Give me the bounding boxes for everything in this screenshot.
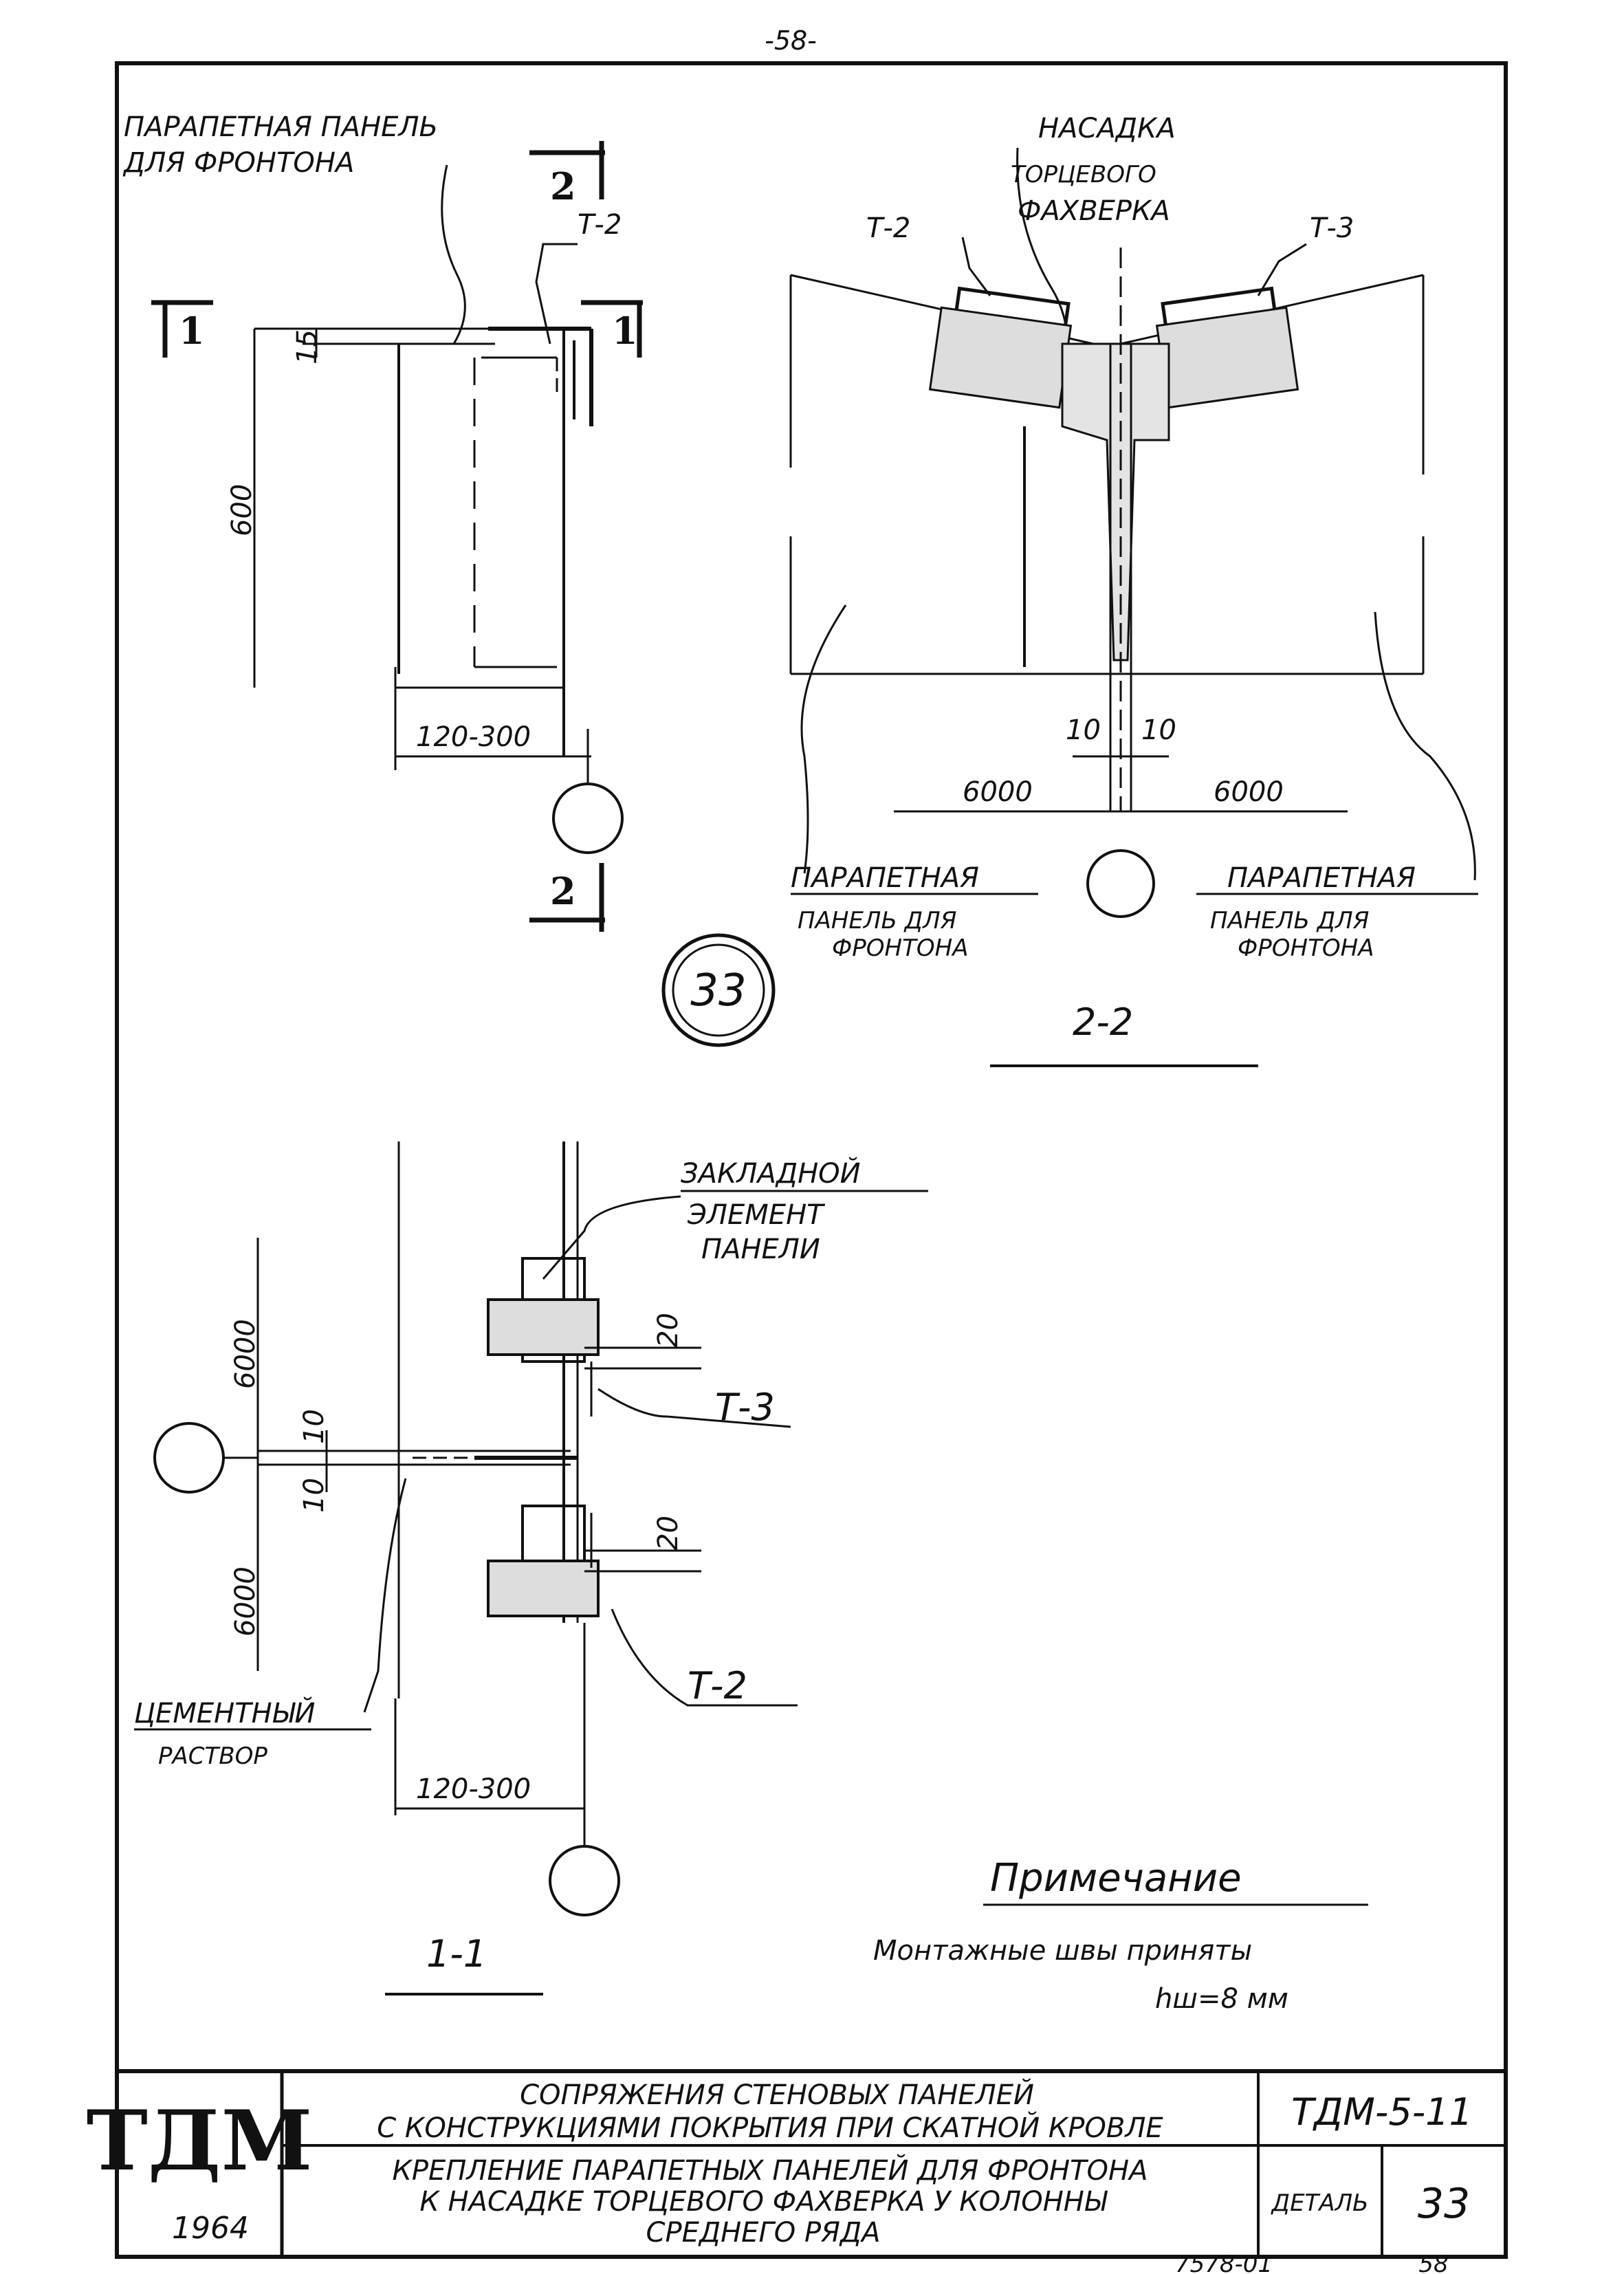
dim-10-right-view2: 10 [1141, 714, 1176, 746]
title-line-2: С КОНСТРУКЦИЯМИ ПОКРЫТИЯ ПРИ СКАТНОЙ КРО… [377, 2111, 1163, 2144]
title-block: ТДМ 1964 СОПРЯЖЕНИЯ СТЕНОВЫХ ПАНЕЛЕЙ С К… [87, 2071, 1506, 2257]
detail-badge-number: 33 [690, 965, 746, 1016]
section-1-1-title: 1-1 [426, 1932, 487, 1976]
drawing-frame [115, 61, 1508, 2259]
dim-6000-right-view2: 6000 [1214, 776, 1284, 808]
section-2-marker-top: 2 [550, 164, 576, 208]
footer-sheet: 58 [1418, 2251, 1448, 2274]
dim-10-b-view3: 10 [298, 1478, 330, 1513]
axis-bubble-view3-left [153, 1422, 225, 1494]
label-t3-view2: Т-3 [1310, 212, 1354, 244]
dim-120-300-view1: 120-300 [416, 721, 531, 753]
view-2-section: НАСАДКА ТОРЦЕВОГО ФАХВЕРКА Т-2 Т-3 10 10 [789, 113, 1478, 1067]
subtitle-line-1: КРЕПЛЕНИЕ ПАРАПЕТНЫХ ПАНЕЛЕЙ ДЛЯ ФРОНТОН… [393, 2154, 1148, 2187]
section-2-marker-bottom: 2 [550, 869, 576, 913]
label-nasadka-line1: НАСАДКА [1038, 113, 1176, 144]
detail-label: ДЕТАЛЬ [1271, 2189, 1369, 2217]
label-parapet-right-line1: ПАРАПЕТНАЯ [1227, 862, 1416, 894]
dim-6000-top-view3: 6000 [230, 1319, 261, 1389]
title-block-org: ТДМ [87, 2092, 313, 2189]
dim-20-top-view3: 20 [652, 1313, 684, 1348]
note-title: Примечание [990, 1856, 1242, 1901]
dim-15-view1: 15 [292, 329, 323, 364]
dim-10-a-view3: 10 [298, 1409, 330, 1444]
label-parapet-right-line3: ФРОНТОНА [1238, 934, 1374, 962]
label-zakladnoy-line3: ПАНЕЛИ [701, 1234, 820, 1265]
label-parapet-right-line2: ПАНЕЛЬ ДЛЯ [1210, 907, 1369, 934]
subtitle-line-3: СРЕДНЕГО РЯДА [646, 2217, 881, 2249]
label-nasadka-line2: ТОРЦЕВОГО [1011, 161, 1156, 188]
dim-10-left-view2: 10 [1066, 714, 1101, 746]
axis-bubble-view1 [552, 783, 624, 854]
label-t2-view2: Т-2 [866, 212, 910, 244]
note-block: Примечание Монтажные швы приняты hш=8 мм [873, 1856, 1368, 2015]
subtitle-line-2: К НАСАДКЕ ТОРЦЕВОГО ФАХВЕРКА У КОЛОННЫ [419, 2186, 1108, 2218]
page-number: -58- [765, 25, 817, 56]
title-block-year: 1964 [172, 2211, 249, 2246]
label-zakladnoy-line1: ЗАКЛАДНОЙ [681, 1157, 861, 1190]
axis-bubble-view2 [1086, 849, 1155, 918]
label-parapet-left-line3: ФРОНТОНА [832, 934, 968, 962]
detail-number: 33 [1418, 2180, 1470, 2228]
dim-6000-bottom-view3: 6000 [230, 1566, 261, 1637]
footer-inventory: 7578-01 [1175, 2251, 1273, 2274]
label-parapet-view1-line2: ДЛЯ ФРОНТОНА [122, 147, 354, 179]
label-t2-view1: Т-2 [578, 209, 622, 241]
dim-6000-left-view2: 6000 [963, 776, 1033, 808]
label-cement-line1: ЦЕМЕНТНЫЙ [134, 1696, 315, 1729]
note-line2: hш=8 мм [1155, 1983, 1288, 2015]
label-cement-line2: РАСТВОР [158, 1742, 267, 1770]
doc-code: ТДМ-5-11 [1291, 2090, 1473, 2134]
dim-20-bottom-view3: 20 [652, 1516, 684, 1551]
dim-600-view1: 600 [226, 484, 258, 536]
view-3-section: ЗАКЛАДНОЙ ЭЛЕМЕНТ ПАНЕЛИ 6000 6000 10 10… [134, 1141, 928, 1996]
label-t2-view3: Т-2 [688, 1664, 747, 1707]
view-1-elevation: ПАРАПЕТНАЯ ПАНЕЛЬ ДЛЯ ФРОНТОНА 2 Т-2 1 1… [122, 111, 643, 932]
note-line1: Монтажные швы приняты [873, 1935, 1252, 1967]
label-parapet-view1-line1: ПАРАПЕТНАЯ ПАНЕЛЬ [124, 111, 438, 143]
section-1-marker-left: 1 [179, 309, 205, 353]
axis-bubble-view3-bottom [549, 1845, 620, 1916]
detail-badge: 33 [661, 933, 776, 1047]
section-2-2-title: 2-2 [1073, 1001, 1133, 1044]
label-zakladnoy-line2: ЭЛЕМЕНТ [687, 1199, 826, 1231]
title-line-1: СОПРЯЖЕНИЯ СТЕНОВЫХ ПАНЕЛЕЙ [520, 2078, 1034, 2111]
label-parapet-left-line2: ПАНЕЛЬ ДЛЯ [798, 907, 956, 934]
section-1-marker-right: 1 [612, 309, 638, 353]
label-parapet-left-line1: ПАРАПЕТНАЯ [791, 862, 979, 894]
label-nasadka-line3: ФАХВЕРКА [1018, 195, 1170, 227]
dim-120-300-view3: 120-300 [416, 1773, 531, 1805]
